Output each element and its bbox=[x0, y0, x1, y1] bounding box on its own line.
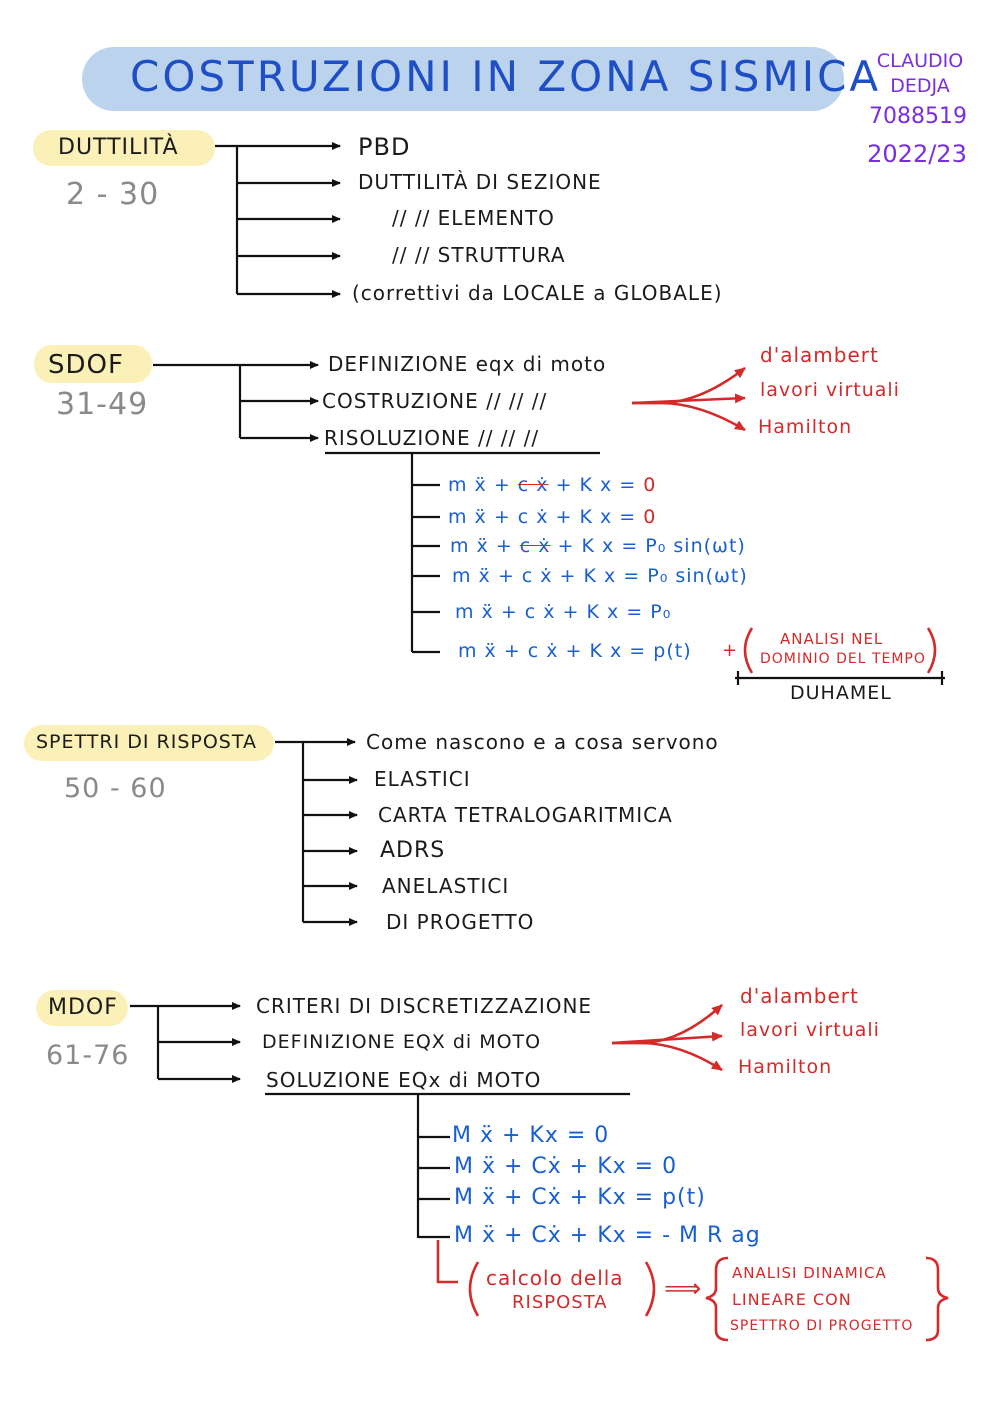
title-banner bbox=[82, 47, 844, 111]
sdof-item-risoluzione: RISOLUZIONE // // // bbox=[324, 426, 540, 450]
mdof-method-lavori-virtuali: lavori virtuali bbox=[740, 1019, 880, 1041]
mdof-method-dalambert: d'alambert bbox=[740, 984, 859, 1008]
spettri-pages: 50 - 60 bbox=[64, 773, 167, 804]
sdof-equation-5: m ẍ + c ẋ + K x = P₀ bbox=[455, 601, 672, 623]
sdof-equation-2: m ẍ + c ẋ + K x = 0 bbox=[448, 506, 657, 528]
academic-year: 2022/23 bbox=[867, 140, 967, 168]
spettri-heading: SPETTRI DI RISPOSTA bbox=[36, 731, 257, 753]
mdof-analysis-line3: SPETTRO DI PROGETTO bbox=[730, 1318, 914, 1334]
sdof-highlight bbox=[34, 345, 152, 383]
mdof-pages: 61-76 bbox=[46, 1040, 130, 1071]
sdof-heading: SDOF bbox=[48, 350, 124, 380]
sdof-note-dominio: DOMINIO DEL TEMPO bbox=[760, 651, 926, 667]
duttilita-highlight bbox=[33, 130, 215, 166]
sdof-method-dalambert: d'alambert bbox=[760, 343, 879, 367]
author-last-name: DEDJA bbox=[890, 75, 950, 97]
sdof-pages: 31-49 bbox=[56, 387, 149, 422]
page-title: COSTRUZIONI IN ZONA SISMICA bbox=[130, 52, 882, 101]
spettri-item-elastici: ELASTICI bbox=[374, 767, 471, 791]
sdof-item-definizione: DEFINIZIONE eqx di moto bbox=[328, 352, 607, 376]
sdof-equation-1: m ẍ + c ẋ + K x = 0 bbox=[448, 474, 657, 496]
mdof-calcolo-line2: RISPOSTA bbox=[512, 1292, 608, 1313]
mdof-equation-2: M ẍ + Cẋ + Kx = 0 bbox=[454, 1154, 678, 1179]
duttilita-item-sezione: DUTTILITÀ DI SEZIONE bbox=[358, 170, 602, 194]
mdof-heading: MDOF bbox=[48, 995, 118, 1020]
sdof-method-hamilton: Hamilton bbox=[758, 416, 853, 438]
duttilita-item-elemento: // // ELEMENTO bbox=[392, 206, 555, 230]
mdof-item-soluzione: SOLUZIONE EQx di MOTO bbox=[266, 1068, 542, 1092]
spettri-item-come-nascono: Come nascono e a cosa servono bbox=[366, 730, 719, 754]
mdof-highlight bbox=[36, 990, 128, 1026]
sdof-method-lavori-virtuali: lavori virtuali bbox=[760, 379, 900, 401]
mdof-item-definizione: DEFINIZIONE EQX di MOTO bbox=[262, 1031, 542, 1053]
duttilita-heading: DUTTILITÀ bbox=[58, 135, 179, 160]
mdof-analysis-line2: LINEARE CON bbox=[732, 1290, 852, 1309]
sdof-note-plus: + bbox=[722, 640, 739, 661]
duttilita-pages: 2 - 30 bbox=[66, 177, 160, 212]
sdof-note-analisi: ANALISI NEL bbox=[780, 630, 884, 648]
sdof-note-duhamel: DUHAMEL bbox=[790, 682, 892, 704]
duttilita-item-struttura: // // STRUTTURA bbox=[392, 243, 566, 267]
mdof-equation-4: M ẍ + Cẋ + Kx = - M R ag bbox=[454, 1223, 761, 1248]
mdof-item-criteri: CRITERI DI DISCRETIZZAZIONE bbox=[256, 994, 593, 1018]
duttilita-item-correttivi: (correttivi da LOCALE a GLOBALE) bbox=[352, 281, 723, 305]
mdof-calcolo-line1: calcolo della bbox=[486, 1266, 624, 1290]
duttilita-item-pbd: PBD bbox=[358, 133, 411, 161]
implies-arrow-icon: ⟹ bbox=[664, 1274, 703, 1304]
mdof-equation-3: M ẍ + Cẋ + Kx = p(t) bbox=[454, 1185, 706, 1210]
spettri-highlight bbox=[24, 725, 274, 761]
spettri-item-adrs: ADRS bbox=[380, 838, 446, 863]
spettri-item-di-progetto: DI PROGETTO bbox=[386, 910, 535, 934]
sdof-equation-4: m ẍ + c ẋ + K x = P₀ sin(ωt) bbox=[452, 565, 748, 587]
sdof-equation-6: m ẍ + c ẋ + K x = p(t) bbox=[458, 640, 692, 662]
author-id: 7088519 bbox=[869, 104, 967, 129]
mdof-analysis-line1: ANALISI DINAMICA bbox=[732, 1264, 887, 1282]
mdof-method-hamilton: Hamilton bbox=[738, 1056, 833, 1078]
mdof-equation-1: M ẍ + Kx = 0 bbox=[452, 1123, 610, 1148]
spettri-item-carta: CARTA TETRALOGARITMICA bbox=[378, 803, 673, 827]
sdof-equation-3: m ẍ + c ẋ + K x = P₀ sin(ωt) bbox=[450, 535, 746, 557]
spettri-item-anelastici: ANELASTICI bbox=[382, 874, 510, 898]
sdof-item-costruzione: COSTRUZIONE // // // bbox=[322, 389, 548, 413]
author-first-name: CLAUDIO bbox=[876, 50, 964, 72]
